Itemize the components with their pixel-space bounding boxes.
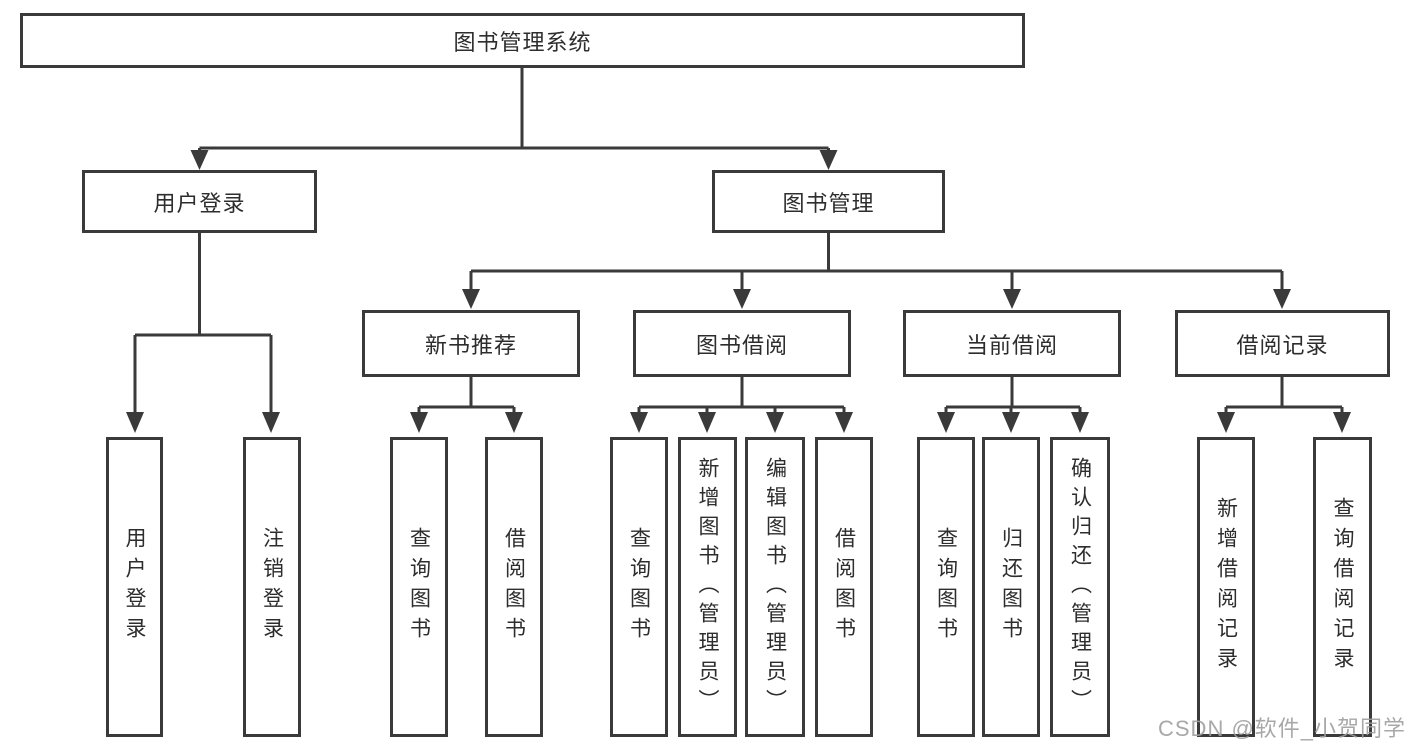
edge-root-to-level1	[190, 68, 838, 170]
leaf-user-login: 用户登录	[106, 437, 163, 737]
edge-user-login-children	[126, 233, 280, 433]
edge-book-management-children	[462, 233, 1291, 309]
node-book-management: 图书管理	[712, 170, 945, 233]
leaf-add-borrow-record: 新增借阅记录	[1197, 437, 1255, 737]
node-book-borrow: 图书借阅	[633, 310, 851, 377]
leaf-confirm-return-admin: 确认归还（管理员）	[1050, 437, 1110, 737]
edge-book-borrow-children	[630, 377, 853, 433]
leaf-current-query-book: 查询图书	[917, 437, 975, 737]
node-borrow-records: 借阅记录	[1175, 310, 1390, 377]
leaf-newrec-query-book: 查询图书	[390, 437, 448, 737]
leaf-edit-book-admin: 编辑图书（管理员）	[745, 437, 805, 737]
leaf-borrow-book: 借阅图书	[815, 437, 873, 737]
leaf-add-book-admin: 新增图书（管理员）	[678, 437, 737, 737]
edge-current-borrow-children	[937, 377, 1089, 433]
csdn-watermark: CSDN @软件_小贺同学	[1158, 716, 1405, 741]
edge-new-book-recommend-children	[410, 377, 523, 433]
leaf-borrow-query-book: 查询图书	[610, 437, 668, 737]
leaf-return-book: 归还图书	[982, 437, 1040, 737]
edge-borrow-records-children	[1217, 377, 1351, 433]
leaf-query-borrow-record: 查询借阅记录	[1313, 437, 1372, 737]
leaf-newrec-borrow-book: 借阅图书	[485, 437, 543, 737]
node-new-book-recommend: 新书推荐	[362, 310, 580, 377]
node-user-login: 用户登录	[82, 170, 317, 233]
leaf-logout: 注销登录	[243, 437, 301, 737]
node-root-system: 图书管理系统	[20, 13, 1025, 68]
node-current-borrow: 当前借阅	[903, 310, 1121, 377]
